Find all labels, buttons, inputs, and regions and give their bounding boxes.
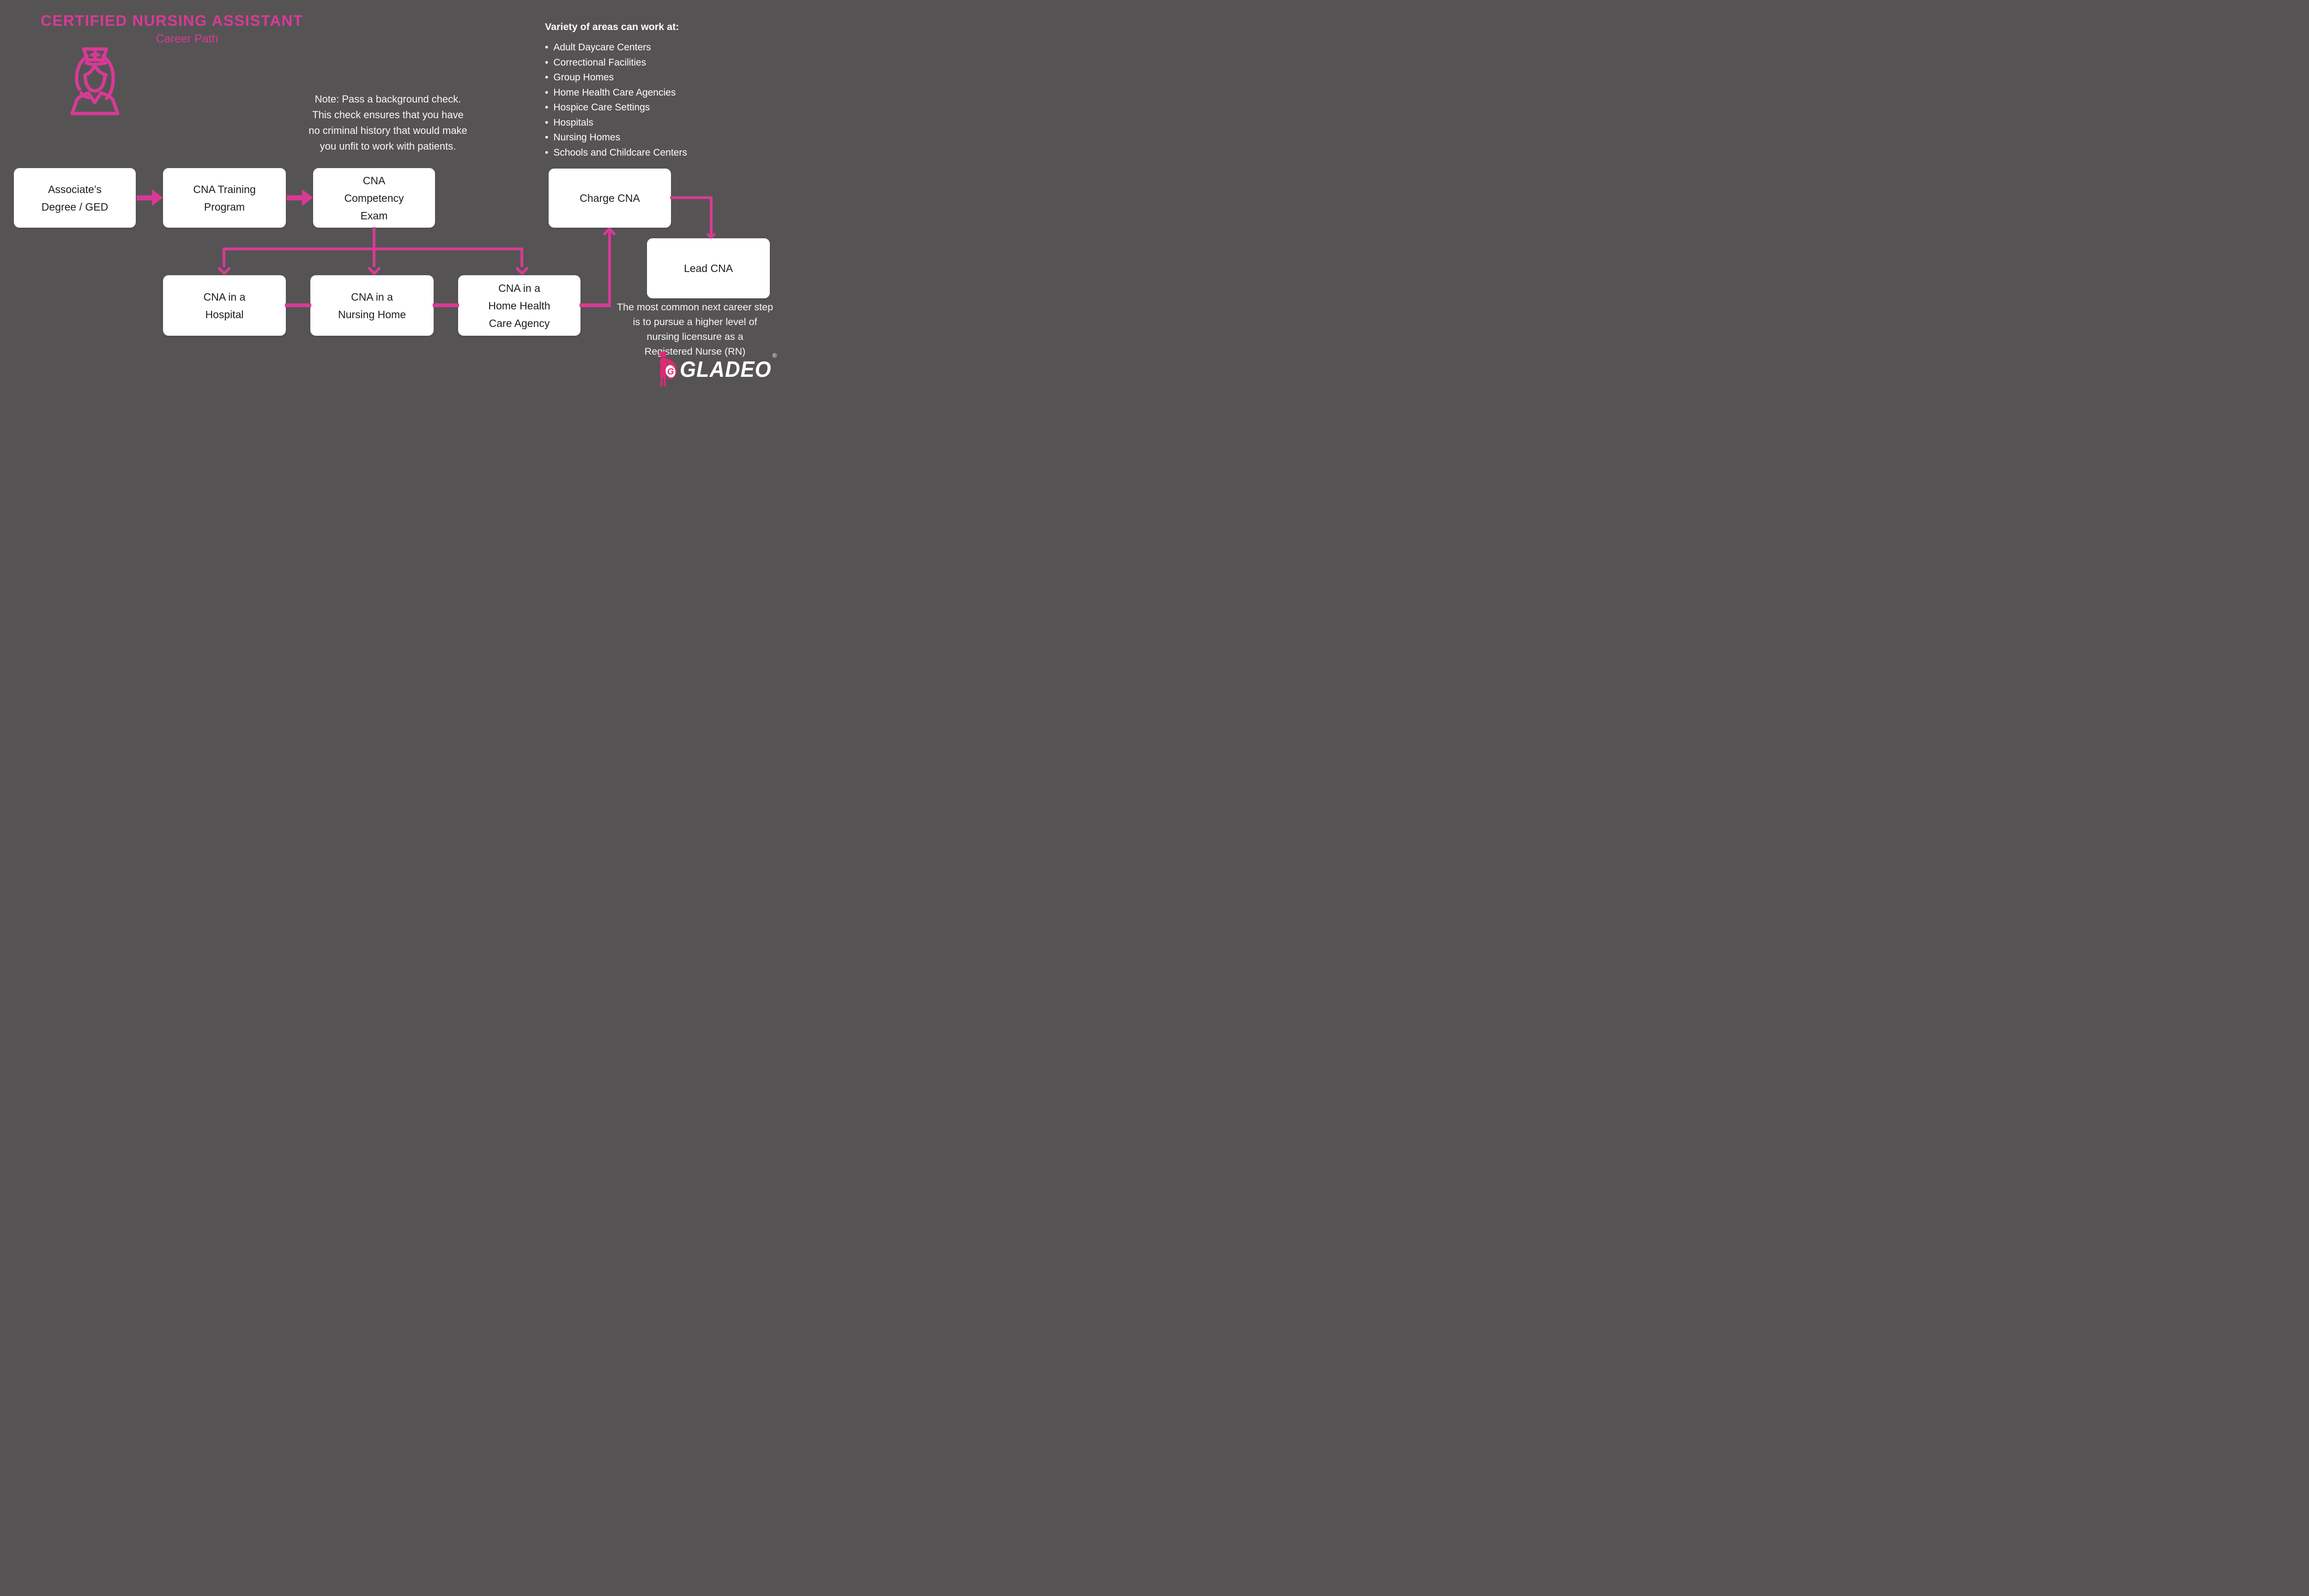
flow-node-nursing-home: CNA in a Nursing Home [310, 275, 434, 336]
work-area-label: Home Health Care Agencies [553, 87, 676, 98]
flow-node-label: CNA in a Nursing Home [338, 290, 406, 320]
connector-exam-stem [373, 227, 375, 267]
gladeo-logo: G GLADEO ® [657, 351, 777, 388]
list-item: • Group Homes [545, 70, 687, 85]
gladeo-wordmark: GLADEO [680, 356, 772, 382]
note-line: no criminal history that would make [308, 125, 467, 136]
arrowhead-up-icon [602, 227, 617, 241]
bullet-icon: • [545, 102, 549, 113]
connector-charge-to-lead-horizontal [670, 196, 713, 199]
connector-split-to-hospital [223, 248, 225, 267]
background-check-note: Note: Pass a background check. This chec… [286, 91, 490, 154]
connector-hospital-to-nursing-home [285, 303, 311, 307]
nurse-icon [68, 44, 122, 119]
connector-training-to-exam [287, 195, 302, 200]
arrowhead-down-icon [367, 261, 381, 276]
arrowhead-down-icon [706, 229, 716, 240]
next-career-step-note: The most common next career step is to p… [605, 300, 785, 359]
list-item: • Home Health Care Agencies [545, 85, 687, 101]
connector-exam-split [223, 248, 523, 250]
mascot-letter: G [667, 367, 674, 377]
flow-node-charge: Charge CNA [549, 169, 671, 228]
list-item: • Hospice Care Settings [545, 100, 687, 115]
arrowhead-down-icon [515, 261, 529, 276]
bullet-icon: • [545, 42, 549, 53]
arrowhead-right-icon [302, 189, 313, 206]
connector-degree-to-training [137, 195, 152, 200]
work-area-label: Hospice Care Settings [553, 102, 650, 113]
arrowhead-down-icon [217, 261, 231, 276]
flow-node-lead: Lead CNA [647, 238, 770, 298]
list-item: • Adult Daycare Centers [545, 40, 687, 55]
flow-node-label: CNA in a Home Health Care Agency [488, 282, 550, 329]
work-area-label: Correctional Facilities [553, 57, 647, 68]
work-area-label: Schools and Childcare Centers [553, 147, 687, 158]
work-area-label: Nursing Homes [553, 132, 621, 143]
note-line: is to pursue a higher level of [633, 316, 757, 327]
bullet-icon: • [545, 147, 549, 158]
flow-node-label: CNA Competency Exam [344, 174, 404, 222]
list-item: • Nursing Homes [545, 130, 687, 145]
bullet-icon: • [545, 87, 549, 98]
note-line: This check ensures that you have [312, 109, 464, 121]
bullet-icon: • [545, 132, 549, 143]
flow-node-label: Associate’s Degree / GED [41, 183, 109, 213]
bullet-icon: • [545, 72, 549, 83]
page-subtitle: Career Path [156, 32, 218, 45]
connector-split-to-home-health [520, 248, 523, 267]
work-areas-list: • Adult Daycare Centers • Correctional Fac… [545, 40, 687, 160]
connector-nursing-home-to-home-health [433, 303, 459, 307]
connector-home-health-to-charge [580, 303, 611, 307]
page-title: CERTIFIED NURSING ASSISTANT [41, 12, 303, 29]
flow-node-hospital: CNA in a Hospital [163, 275, 286, 336]
work-areas-heading: Variety of areas can work at: [545, 21, 679, 32]
list-item: • Schools and Childcare Centers [545, 145, 687, 161]
list-item: • Hospitals [545, 115, 687, 131]
arrowhead-right-icon [152, 189, 163, 206]
flow-node-label: Lead CNA [683, 262, 733, 274]
work-areas-section: Variety of areas can work at: • Adult Day… [545, 21, 687, 160]
registered-trademark: ® [772, 352, 777, 359]
work-area-label: Group Homes [553, 72, 614, 83]
note-line: you unfit to work with patients. [320, 140, 456, 152]
list-item: • Correctional Facilities [545, 55, 687, 71]
note-line: nursing licensure as a [647, 331, 743, 342]
gladeo-mascot-icon: G [657, 351, 678, 388]
flow-node-exam: CNA Competency Exam [313, 168, 435, 228]
flow-node-degree: Associate’s Degree / GED [14, 168, 136, 228]
connector-up-to-charge [608, 232, 611, 306]
cna-career-path-infographic: CERTIFIED NURSING ASSISTANT Career Path … [0, 0, 798, 399]
flow-node-training: CNA Training Program [163, 168, 286, 228]
note-line: The most common next career step [617, 302, 774, 313]
bullet-icon: • [545, 57, 549, 68]
connector-charge-to-lead-vertical [710, 196, 713, 238]
note-line: Note: Pass a background check. [314, 93, 461, 105]
flow-node-label: CNA Training Program [193, 183, 256, 213]
work-area-label: Adult Daycare Centers [553, 42, 651, 53]
work-area-label: Hospitals [553, 117, 593, 128]
flow-node-label: Charge CNA [580, 192, 640, 204]
bullet-icon: • [545, 117, 549, 128]
flow-node-home-health: CNA in a Home Health Care Agency [458, 275, 580, 336]
flow-node-label: CNA in a Hospital [203, 290, 246, 320]
